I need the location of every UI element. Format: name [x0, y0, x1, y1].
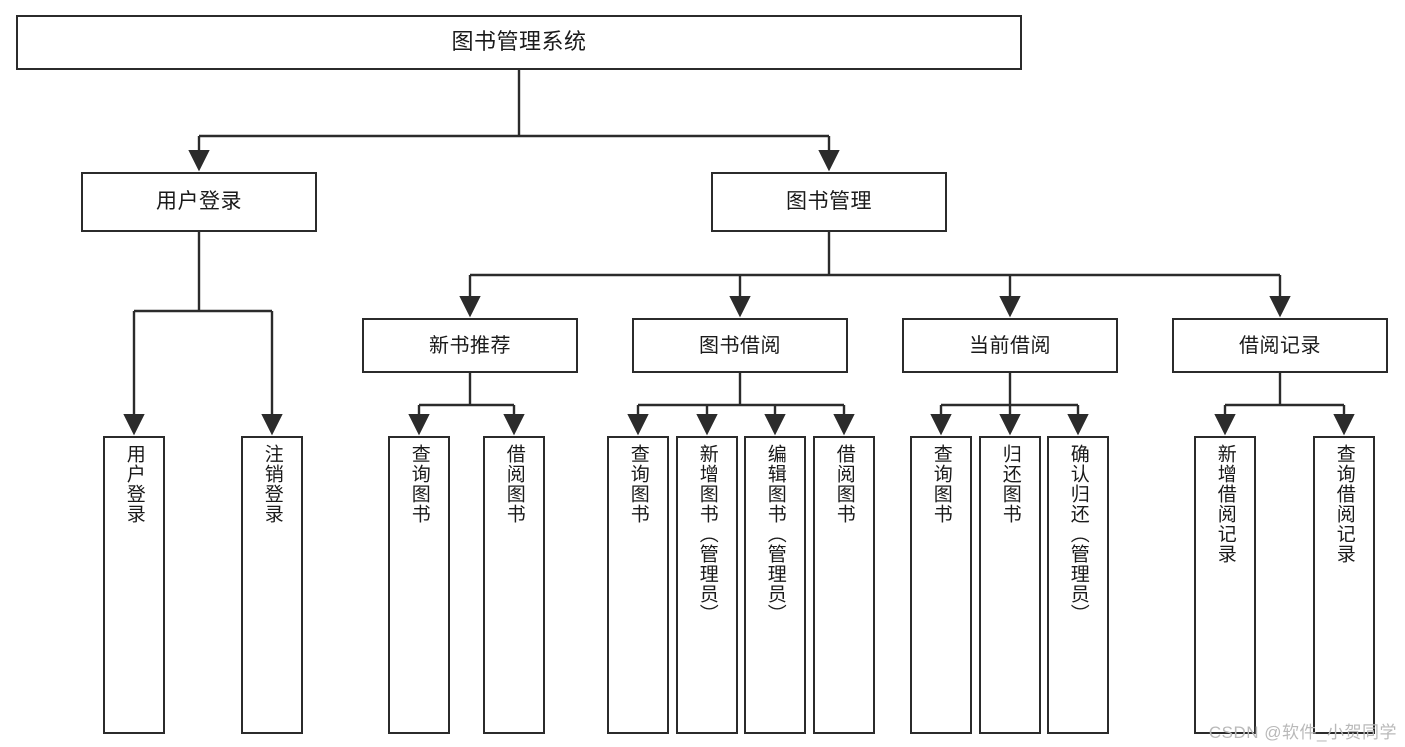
node-user-login-label: 用户登录 [156, 190, 242, 214]
node-leaf-borrow-book-label: 借阅图书 [833, 444, 855, 524]
node-leaf-confirm-return-admin[interactable]: 确认归还（管理员） [1047, 436, 1109, 734]
node-leaf-add-borrow-record[interactable]: 新增借阅记录 [1194, 436, 1256, 734]
node-leaf-logout-label: 注销登录 [261, 444, 283, 524]
node-leaf-edit-book-admin[interactable]: 编辑图书（管理员） [744, 436, 806, 734]
node-leaf-return-book[interactable]: 归还图书 [979, 436, 1041, 734]
node-root[interactable]: 图书管理系统 [16, 15, 1022, 70]
node-leaf-logout[interactable]: 注销登录 [241, 436, 303, 734]
node-root-label: 图书管理系统 [451, 29, 587, 55]
node-leaf-query-book-recommend[interactable]: 查询图书 [388, 436, 450, 734]
node-new-book-recommend-label: 新书推荐 [429, 334, 511, 357]
node-leaf-query-book-recommend-label: 查询图书 [408, 444, 430, 524]
node-leaf-confirm-return-admin-label: 确认归还（管理员） [1067, 444, 1089, 624]
node-leaf-borrow-book-recommend[interactable]: 借阅图书 [483, 436, 545, 734]
node-leaf-return-book-label: 归还图书 [999, 444, 1021, 524]
node-borrow-record[interactable]: 借阅记录 [1172, 318, 1388, 373]
node-book-management[interactable]: 图书管理 [711, 172, 947, 232]
node-leaf-query-book-current-label: 查询图书 [930, 444, 952, 524]
node-leaf-borrow-book-recommend-label: 借阅图书 [503, 444, 525, 524]
node-leaf-borrow-book[interactable]: 借阅图书 [813, 436, 875, 734]
node-new-book-recommend[interactable]: 新书推荐 [362, 318, 578, 373]
node-user-login[interactable]: 用户登录 [81, 172, 317, 232]
node-borrow-record-label: 借阅记录 [1239, 334, 1321, 357]
node-leaf-query-borrow-record-label: 查询借阅记录 [1333, 444, 1355, 564]
node-leaf-add-book-admin[interactable]: 新增图书（管理员） [676, 436, 738, 734]
node-book-borrow[interactable]: 图书借阅 [632, 318, 848, 373]
csdn-watermark: CSDN @软件_小贺同学 [1208, 723, 1397, 742]
node-book-borrow-label: 图书借阅 [699, 334, 781, 357]
node-leaf-query-book-borrow[interactable]: 查询图书 [607, 436, 669, 734]
node-current-borrow-label: 当前借阅 [969, 334, 1051, 357]
node-leaf-query-book-borrow-label: 查询图书 [627, 444, 649, 524]
node-leaf-query-borrow-record[interactable]: 查询借阅记录 [1313, 436, 1375, 734]
node-leaf-add-borrow-record-label: 新增借阅记录 [1214, 444, 1236, 564]
node-leaf-edit-book-admin-label: 编辑图书（管理员） [764, 444, 786, 624]
node-leaf-add-book-admin-label: 新增图书（管理员） [696, 444, 718, 624]
node-leaf-query-book-current[interactable]: 查询图书 [910, 436, 972, 734]
node-leaf-user-login[interactable]: 用户登录 [103, 436, 165, 734]
node-current-borrow[interactable]: 当前借阅 [902, 318, 1118, 373]
node-book-management-label: 图书管理 [786, 190, 872, 214]
node-leaf-user-login-label: 用户登录 [123, 444, 145, 524]
